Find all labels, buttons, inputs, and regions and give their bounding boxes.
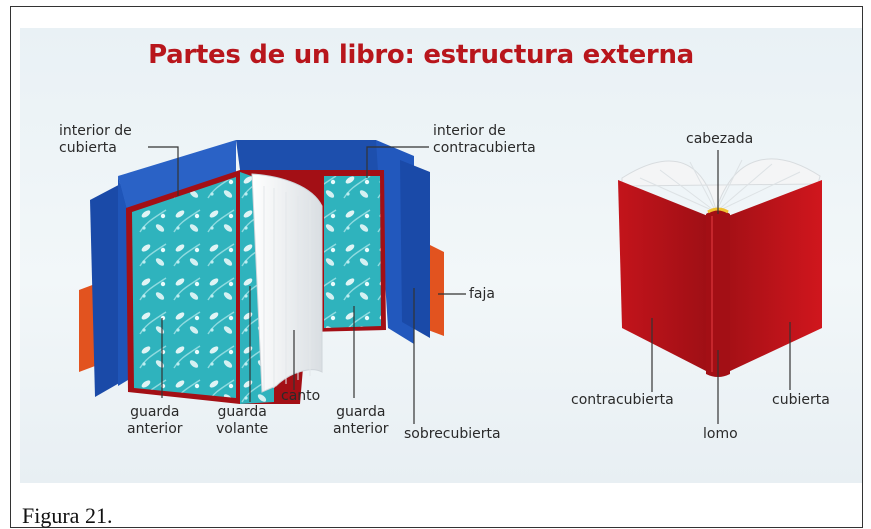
jacket-left-panel [118,140,236,214]
leader-lines [148,146,791,424]
label-sobrecubierta: sobrecubierta [404,426,501,442]
band-left [79,284,95,372]
label-guarda-anterior-2: guarda anterior [333,404,389,437]
jacket-left-side [118,176,128,386]
label-guarda-volante: guarda volante [216,404,269,437]
label-cabezada: cabezada [686,131,754,147]
figure-caption: Figura 21. [22,503,113,528]
endpaper-right [324,176,381,328]
label-cubierta: cubierta [772,392,830,408]
label-interior-cubierta: interior de cubierta [59,123,132,156]
page-block [251,173,323,393]
label-contracubierta: contracubierta [571,392,674,408]
jacket-spine [236,140,386,170]
band-right [428,244,444,336]
label-canto: canto [281,388,321,404]
label-faja: faja [469,286,495,302]
endpaper-left [132,177,236,398]
back-cover [618,180,708,372]
jacket-right-flap [400,160,430,338]
diagram-title: Partes de un libro: estructura externa [148,40,694,70]
front-cover [728,180,822,372]
label-guarda-anterior-1: guarda anterior [127,404,183,437]
label-lomo: lomo [703,426,738,442]
label-interior-contracubierta: interior de contracubierta [433,123,536,156]
